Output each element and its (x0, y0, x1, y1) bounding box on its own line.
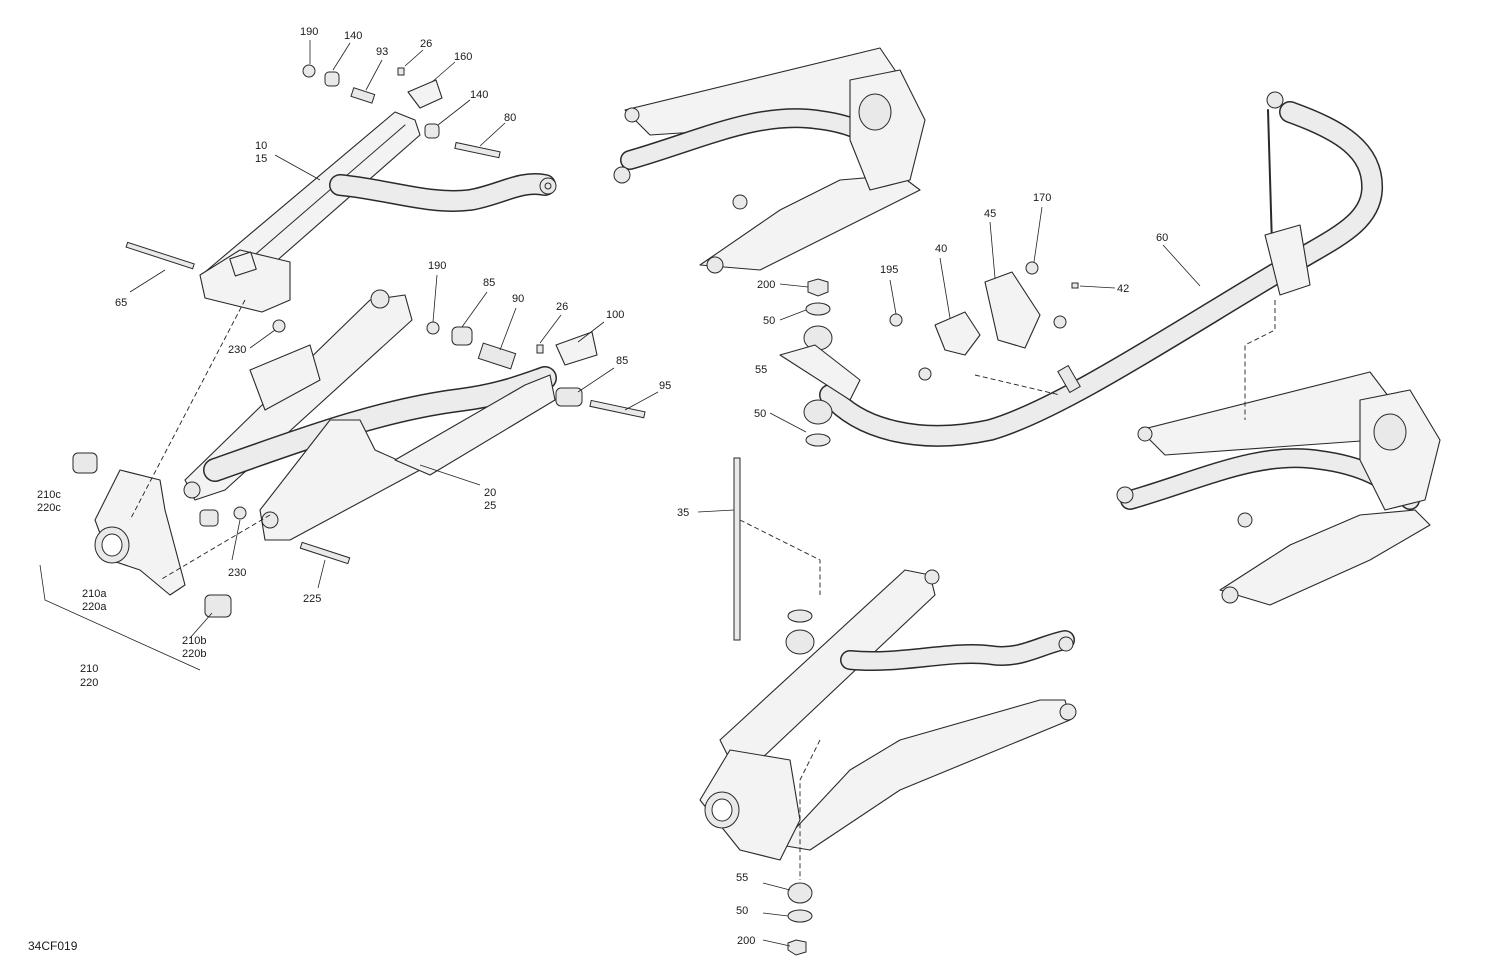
callout-50: 50 (736, 905, 748, 917)
callout-50: 50 (754, 408, 766, 420)
callout-210: 210 (80, 663, 98, 675)
callout-200: 200 (757, 279, 775, 291)
callout-20: 20 (484, 487, 496, 499)
callout-55: 55 (736, 872, 748, 884)
assembled-arms-bottom (699, 569, 1077, 861)
callout-85: 85 (616, 355, 628, 367)
callout-210b: 210b (182, 635, 206, 647)
callout-210a: 210a (82, 588, 107, 600)
callout-95: 95 (659, 380, 671, 392)
drawing-reference-code: 34CF019 (28, 939, 78, 953)
callout-60: 60 (1156, 232, 1168, 244)
upper-a-arm (199, 111, 557, 313)
assembled-arms-top (613, 47, 926, 274)
callout-40: 40 (935, 243, 947, 255)
callout-190: 190 (300, 26, 318, 38)
callout-220: 220 (80, 677, 98, 689)
callout-220a: 220a (82, 601, 107, 613)
callout-230: 230 (228, 567, 246, 579)
callout-labels: 190 140 93 26 160 140 80 10 15 65 230 19… (37, 26, 1168, 947)
callout-50: 50 (763, 315, 775, 327)
callout-160: 160 (454, 51, 472, 63)
callout-55: 55 (755, 364, 767, 376)
knuckle-assembly (72, 452, 232, 618)
callout-190: 190 (428, 260, 446, 272)
link-stack (733, 278, 861, 956)
callout-220b: 220b (182, 648, 206, 660)
callout-140: 140 (470, 89, 488, 101)
callout-195: 195 (880, 264, 898, 276)
sway-bar (819, 91, 1384, 447)
callout-45: 45 (984, 208, 996, 220)
callout-85: 85 (483, 277, 495, 289)
callout-140: 140 (344, 30, 362, 42)
lower-a-arm (183, 289, 557, 541)
assembly-lines (129, 299, 1276, 880)
upper-hardware (125, 64, 501, 333)
callout-25: 25 (484, 500, 496, 512)
callout-80: 80 (504, 112, 516, 124)
callout-200: 200 (737, 935, 755, 947)
callout-220c: 220c (37, 502, 61, 514)
callout-170: 170 (1033, 192, 1051, 204)
sway-bar-bushing-hardware (889, 261, 1079, 381)
callout-15: 15 (255, 153, 267, 165)
callout-10: 10 (255, 140, 267, 152)
assembled-arms-right (1116, 371, 1441, 606)
lower-hardware (233, 321, 646, 565)
callout-42: 42 (1117, 283, 1129, 295)
leader-lines (39, 40, 1201, 947)
callout-100: 100 (606, 309, 624, 321)
callout-65: 65 (115, 297, 127, 309)
callout-26: 26 (556, 301, 568, 313)
callout-225: 225 (303, 593, 321, 605)
callout-210c: 210c (37, 489, 61, 501)
callout-90: 90 (512, 293, 524, 305)
callout-230: 230 (228, 344, 246, 356)
callout-93: 93 (376, 46, 388, 58)
callout-26: 26 (420, 38, 432, 50)
callout-35: 35 (677, 507, 689, 519)
